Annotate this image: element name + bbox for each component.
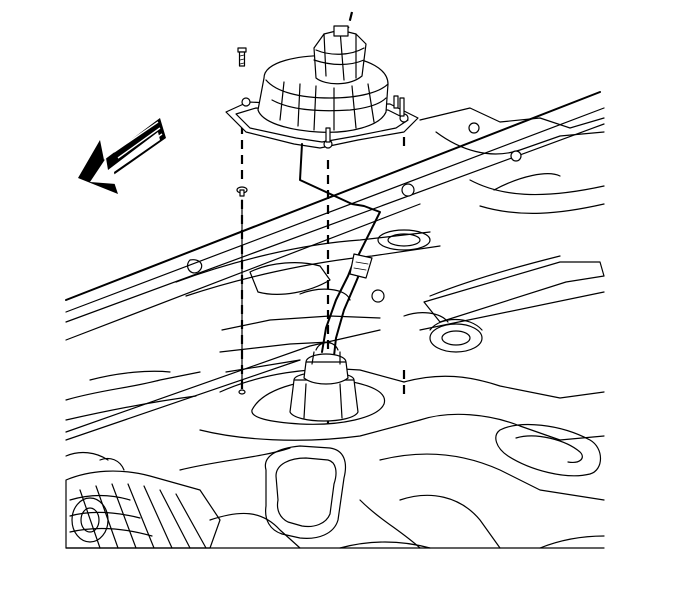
vehicle-floor-pan [65, 91, 605, 549]
shifter-base-housing [289, 341, 359, 422]
cable-routing-path [299, 143, 381, 357]
direction-arrow-icon [78, 118, 166, 194]
mounting-bolt [236, 47, 248, 395]
shifter-control-assembly [225, 25, 419, 149]
transmission-housing [65, 451, 221, 549]
